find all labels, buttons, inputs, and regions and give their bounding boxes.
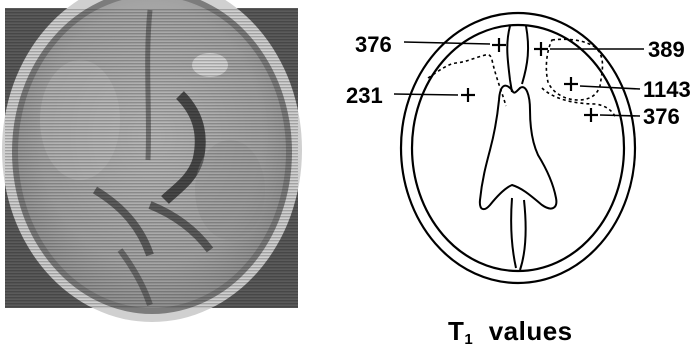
leader-lower-right bbox=[600, 115, 640, 116]
skull-outer bbox=[401, 13, 635, 283]
marker-upper-left bbox=[492, 38, 506, 52]
label-lower-right: 376 bbox=[643, 104, 680, 129]
marker-right-middle bbox=[564, 77, 578, 91]
label-upper-left: 376 bbox=[355, 32, 392, 57]
caption: T1 values bbox=[448, 316, 573, 348]
label-right-middle: 1143 bbox=[643, 77, 691, 102]
right-dashed-extension bbox=[542, 88, 616, 118]
marker-lower-right bbox=[584, 108, 598, 122]
brain-diagram bbox=[401, 13, 635, 283]
caption-subscript: 1 bbox=[464, 331, 473, 348]
midline-fissure bbox=[507, 26, 512, 92]
caption-rest: values bbox=[489, 316, 573, 346]
caption-main: T bbox=[448, 316, 464, 346]
leader-upper-left bbox=[404, 42, 490, 44]
posterior-fissure bbox=[511, 198, 516, 268]
leader-left bbox=[394, 94, 458, 95]
label-left: 231 bbox=[346, 83, 383, 108]
skull-inner bbox=[412, 25, 624, 271]
lesion-outlines bbox=[428, 39, 616, 118]
marker-left bbox=[461, 88, 475, 102]
label-upper-right: 389 bbox=[648, 37, 685, 62]
mri-image bbox=[2, 0, 302, 322]
ventricles bbox=[480, 86, 557, 209]
marker-upper-right bbox=[534, 42, 548, 56]
